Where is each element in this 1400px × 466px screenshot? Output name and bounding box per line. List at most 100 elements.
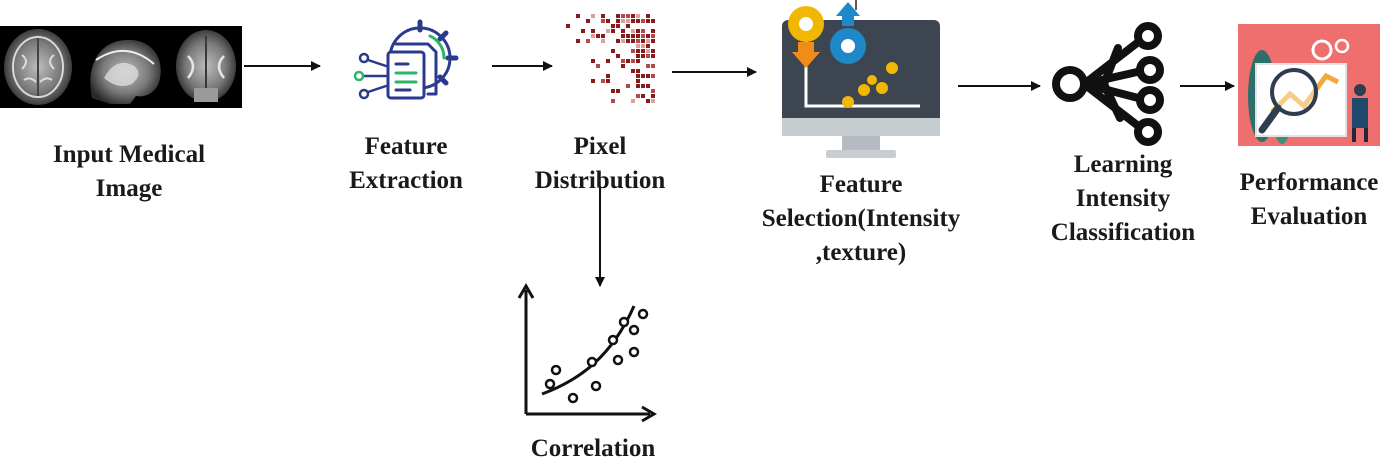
pixel-cell xyxy=(596,34,600,38)
pixel-cell xyxy=(636,44,640,48)
label-correlation: Correlation xyxy=(508,432,678,466)
pixel-cell xyxy=(581,29,585,33)
label-line: Classification xyxy=(1050,219,1196,246)
pixel-cell xyxy=(591,34,595,38)
neural-network-icon xyxy=(1052,22,1164,146)
pixel-cell xyxy=(646,54,650,58)
pixel-cell xyxy=(576,39,580,43)
pixel-cell xyxy=(591,29,595,33)
pixel-cell xyxy=(631,49,635,53)
pixel-cell xyxy=(631,59,635,63)
pixel-cell xyxy=(601,39,605,43)
pixel-cell xyxy=(621,19,625,23)
pixel-cell xyxy=(601,19,605,23)
label-line: Feature xyxy=(819,171,903,198)
pixel-cell xyxy=(641,44,645,48)
label-line: Selection(Intensity xyxy=(761,205,961,232)
pixel-cell xyxy=(636,54,640,58)
pixel-cell xyxy=(651,29,655,33)
pixel-cell xyxy=(651,19,655,23)
pixel-cell xyxy=(646,49,650,53)
pixel-cell xyxy=(576,14,580,18)
pixel-cell xyxy=(646,44,650,48)
pixel-cell xyxy=(631,34,635,38)
pixel-cell xyxy=(646,14,650,18)
pixel-cell xyxy=(636,79,640,83)
pixel-cell xyxy=(621,59,625,63)
pixel-cell xyxy=(636,59,640,63)
label-line: Intensity xyxy=(1075,185,1171,212)
label-feature-selection: Feature Selection(Intensity ,texture) xyxy=(736,168,986,270)
pixel-cell xyxy=(621,39,625,43)
pixel-cell xyxy=(641,49,645,53)
pixel-cell xyxy=(626,59,630,63)
pixel-cell xyxy=(641,54,645,58)
pixel-cell xyxy=(646,84,650,88)
pixel-cell xyxy=(641,74,645,78)
pixel-cell xyxy=(636,34,640,38)
label-line: Feature xyxy=(364,133,448,160)
pixel-cell xyxy=(621,29,625,33)
pixel-cell xyxy=(641,94,645,98)
pixel-cell xyxy=(586,19,590,23)
pixel-cell xyxy=(591,14,595,18)
pixel-cell xyxy=(621,34,625,38)
pixel-cell xyxy=(641,84,645,88)
pixel-cell xyxy=(651,64,655,68)
pixel-cell xyxy=(646,19,650,23)
pixel-cell xyxy=(651,49,655,53)
pixel-cell xyxy=(646,64,650,68)
label-feature-extraction: Feature Extraction xyxy=(326,130,486,198)
pixel-cell xyxy=(646,99,650,103)
pixel-cell xyxy=(606,74,610,78)
pixel-cell xyxy=(606,59,610,63)
pixel-cell xyxy=(651,94,655,98)
pixel-cell xyxy=(636,74,640,78)
pixel-cell xyxy=(651,39,655,43)
pixel-cell xyxy=(631,19,635,23)
label-line: Evaluation xyxy=(1250,203,1368,230)
document-gear-icon xyxy=(353,19,459,100)
pixel-cell xyxy=(566,24,570,28)
pixel-scatter-icon xyxy=(566,14,655,103)
pixel-cell xyxy=(636,39,640,43)
pixel-cell xyxy=(641,34,645,38)
pixel-cell xyxy=(606,29,610,33)
pixel-cell xyxy=(636,84,640,88)
pixel-cell xyxy=(636,49,640,53)
pixel-cell xyxy=(616,14,620,18)
label-line: ,texture) xyxy=(815,239,907,266)
label-line: Distribution xyxy=(534,167,666,194)
pixel-cell xyxy=(601,79,605,83)
label-line: Learning xyxy=(1073,151,1173,178)
pixel-cell xyxy=(606,19,610,23)
label-line: Performance xyxy=(1239,169,1379,196)
pixel-cell xyxy=(591,59,595,63)
pixel-cell xyxy=(616,54,620,58)
label-line: Extraction xyxy=(349,167,463,194)
pixel-cell xyxy=(621,64,625,68)
pixel-cell xyxy=(651,54,655,58)
label-line: Input Medical xyxy=(52,141,206,168)
pixel-cell xyxy=(636,29,640,33)
pixel-cell xyxy=(636,69,640,73)
pixel-cell xyxy=(646,34,650,38)
pixel-cell xyxy=(626,24,630,28)
pixel-cell xyxy=(596,64,600,68)
pixel-cell xyxy=(606,79,610,83)
pixel-cell xyxy=(631,14,635,18)
pixel-cell xyxy=(626,34,630,38)
pixel-cell xyxy=(626,14,630,18)
label-line: Correlation xyxy=(530,435,656,462)
pixel-cell xyxy=(631,29,635,33)
pixel-cell xyxy=(631,39,635,43)
scatter-plot-icon xyxy=(517,283,657,423)
pixel-cell xyxy=(636,19,640,23)
pixel-cell xyxy=(611,49,615,53)
pixel-cell xyxy=(651,74,655,78)
label-performance-evaluation: Performance Evaluation xyxy=(1222,166,1396,234)
pixel-cell xyxy=(616,19,620,23)
pixel-cell xyxy=(626,19,630,23)
pixel-cell xyxy=(641,19,645,23)
pixel-cell xyxy=(616,89,620,93)
